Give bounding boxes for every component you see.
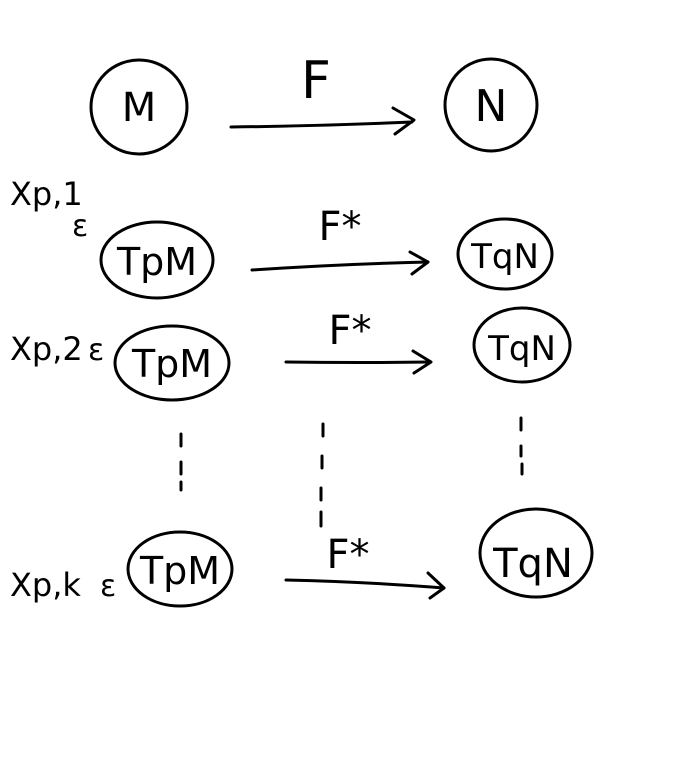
ellipsis-group <box>179 416 524 528</box>
ellipsis-column-2 <box>319 422 325 528</box>
node-label-TqN-row-2: TqN <box>487 329 556 369</box>
row-k: Xp,k ε TpM F* TqN <box>10 507 594 608</box>
arrow-Fstar-row-k-shaft <box>284 578 446 590</box>
row-1: Xp,1 ε TpM F* TqN <box>10 175 554 300</box>
arrow-F-shaft <box>229 120 414 129</box>
row-2: Xp,2 ε TpM F* TqN <box>10 306 572 402</box>
member-symbol-row-k: ε <box>100 569 116 604</box>
node-label-TpM-row-2: TpM <box>131 342 212 386</box>
arrow-Fstar-row-2-shaft <box>284 360 432 364</box>
map-label-row-1: F* <box>318 204 361 250</box>
node-circle-TpM-row-k <box>126 530 234 608</box>
arrow-Fstar-row-1-head <box>408 250 430 276</box>
node-label-TqN-row-k: TqN <box>492 541 573 587</box>
node-circle-TqN-row-k <box>478 507 594 599</box>
node-circle-TqN-row-1 <box>456 217 554 291</box>
ellipsis-column-3 <box>519 416 524 476</box>
map-label-row-k: F* <box>326 532 369 578</box>
node-circle-TqN-row-2 <box>472 306 572 384</box>
arrow-F-head <box>391 106 416 136</box>
node-label-M: M <box>122 85 157 131</box>
node-label-N: N <box>475 81 508 132</box>
node-label-TqN-row-1: TqN <box>470 237 539 277</box>
vector-label-row-k: Xp,k <box>10 566 81 604</box>
vector-label-row-2: Xp,2 <box>10 330 83 368</box>
member-symbol-row-1: ε <box>72 209 88 244</box>
map-label-F: F <box>301 51 331 111</box>
node-circle-TpM-row-1 <box>99 220 215 300</box>
top-row: M F N <box>89 51 539 156</box>
node-label-TpM-row-1: TpM <box>116 240 197 284</box>
arrow-Fstar-row-2-head <box>411 349 433 375</box>
vector-label-row-1: Xp,1 <box>10 175 83 213</box>
map-label-row-2: F* <box>328 308 371 354</box>
node-circle-M <box>89 58 189 156</box>
arrow-Fstar-row-1-shaft <box>250 260 430 272</box>
node-circle-N <box>443 57 539 153</box>
arrow-Fstar-row-k-head <box>426 571 446 600</box>
node-label-TpM-row-k: TpM <box>139 549 220 593</box>
node-circle-TpM-row-2 <box>113 324 231 402</box>
member-symbol-row-2: ε <box>88 333 104 368</box>
